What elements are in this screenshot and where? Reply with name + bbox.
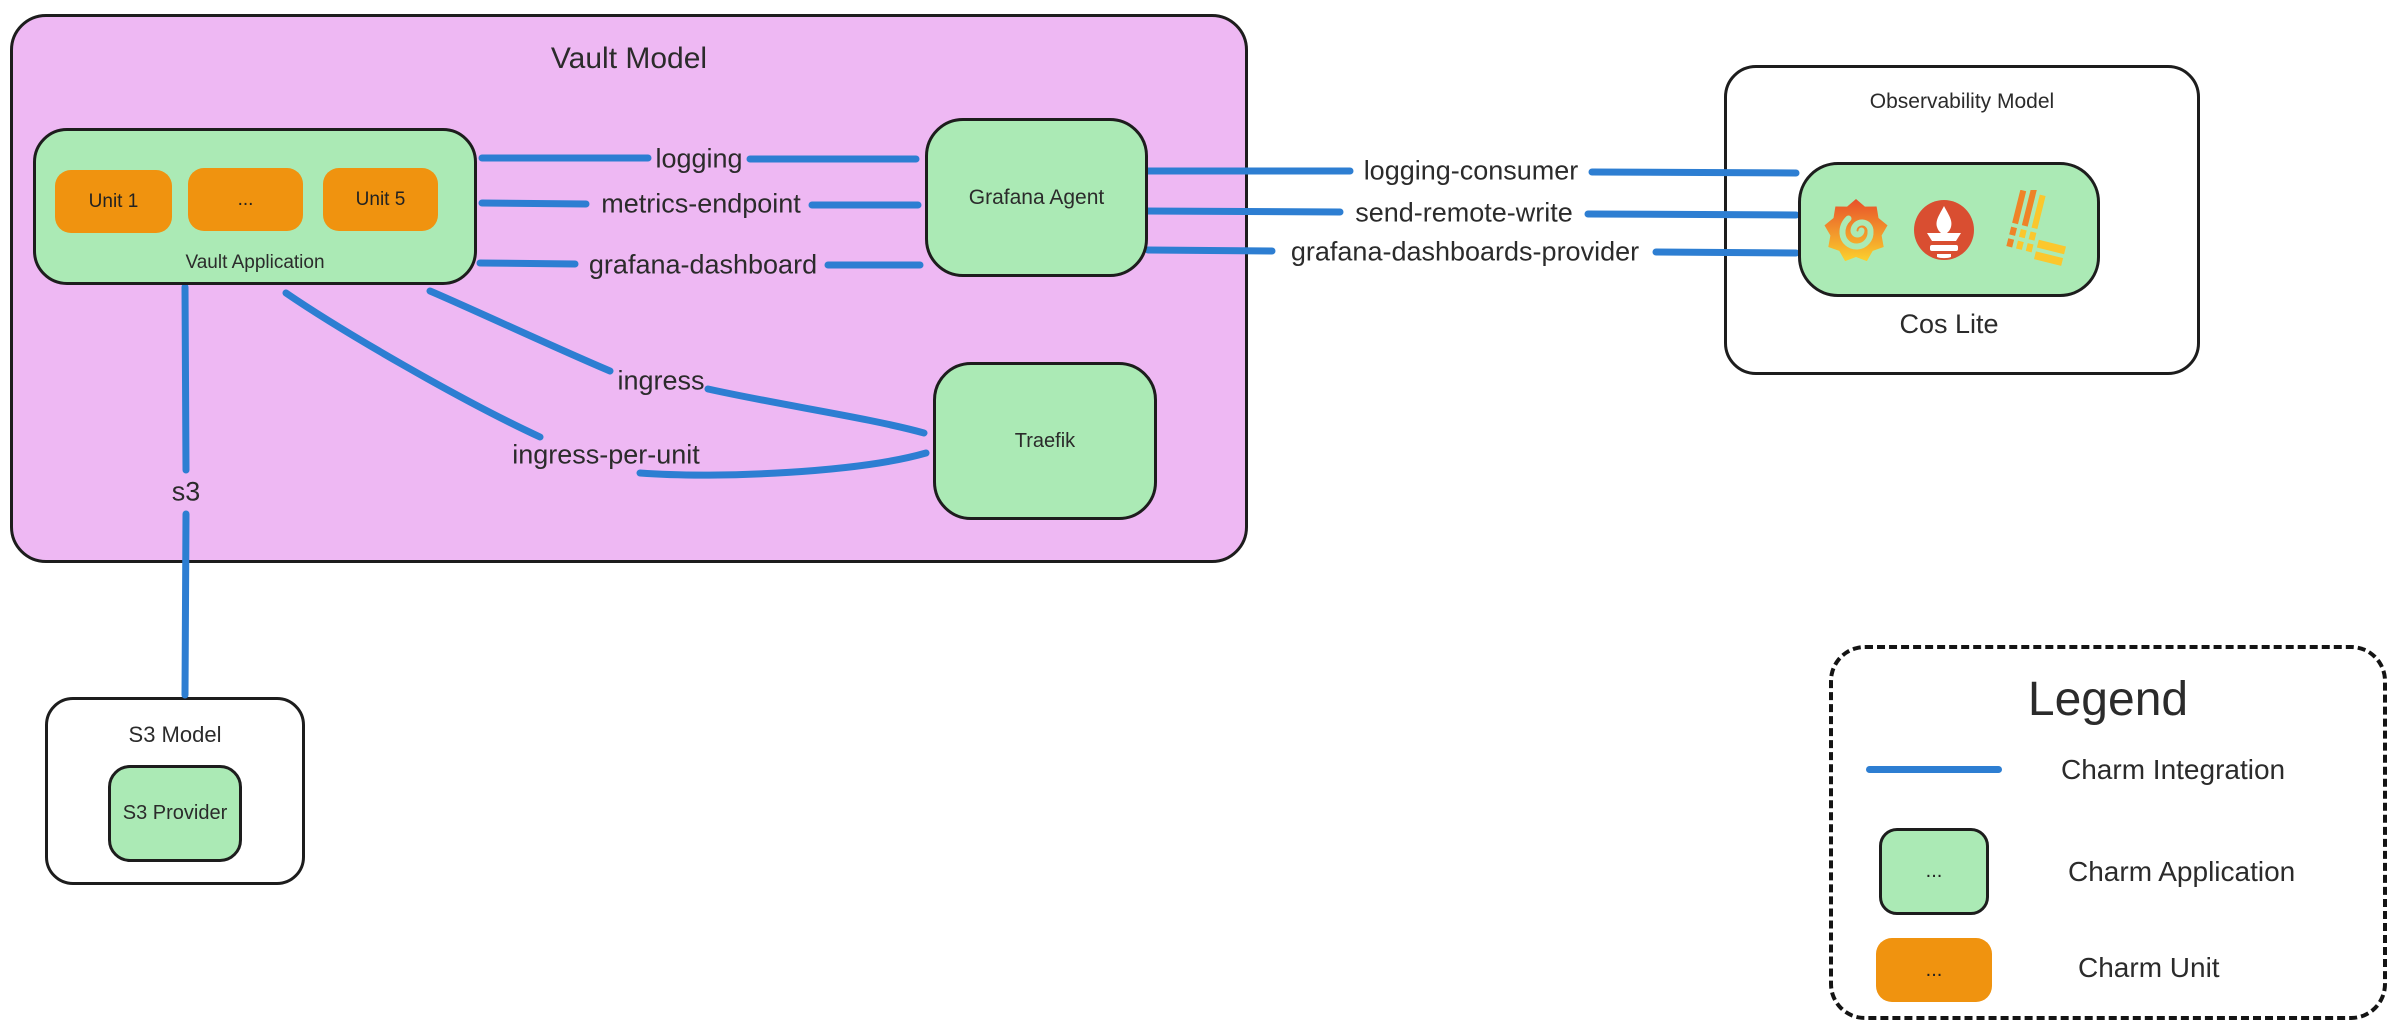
relation-line-send-remote-write [1584,210,1800,219]
relation-line-grafana-dashboards-provider [1652,248,1800,257]
relation-line-ingress [426,287,614,375]
grafana-icon [1823,197,1889,263]
relation-label-grafana-dashboard: grafana-dashboard [588,249,818,280]
relation-line-ingress-per-unit [636,449,930,479]
s3-provider-box: S3 Provider [108,765,242,862]
s3-provider-label: S3 Provider [122,802,228,824]
charm-unit-box: Unit 1 [55,170,172,233]
relation-line-s3 [181,283,190,474]
vault-model-title: Vault Model [550,42,708,75]
unit-5-label: Unit 5 [355,188,406,210]
s3-model-title: S3 Model [128,722,222,747]
relation-line-send-remote-write [1136,207,1344,216]
traefik-box: Traefik [933,362,1157,520]
legend-item-charm-unit: Charm Unit [2078,952,2220,983]
relation-line-metrics-endpoint [478,199,590,208]
relation-line-grafana-dashboard [476,259,579,268]
cos-lite-box [1798,162,2100,297]
relation-label-s3: s3 [171,476,201,507]
cos-lite-label: Cos Lite [1899,309,1999,339]
unit-1-label: Unit 1 [88,190,139,212]
loki-icon [1999,189,2075,270]
relation-label-logging-consumer: logging-consumer [1363,155,1579,186]
observability-model-title: Observability Model [1869,90,2055,113]
relation-line-s3 [181,510,190,699]
legend-swatch-ellipsis: ... [1925,860,1943,882]
unit-ellipsis-label: ... [237,188,254,210]
charm-unit-box: Unit 5 [323,168,438,231]
relation-line-ingress-per-unit [282,289,544,441]
legend-title: Legend [2027,673,2189,726]
relation-label-logging: logging [655,143,743,174]
relation-line-ingress [704,385,928,437]
relation-line-grafana-dashboards-provider [1144,246,1276,255]
relation-label-metrics-endpoint: metrics-endpoint [601,188,801,219]
cos-lite-icons [1823,189,2075,270]
traefik-label: Traefik [1014,429,1076,452]
grafana-agent-label: Grafana Agent [968,185,1105,209]
legend-item-charm-integration: Charm Integration [2061,754,2286,785]
legend-swatch-charm-application: ... [1879,828,1989,915]
relation-label-ingress-per-unit: ingress-per-unit [512,439,700,470]
prometheus-icon [1911,197,1977,263]
legend-swatch-charm-unit: ... [1876,938,1992,1002]
relation-label-send-remote-write: send-remote-write [1355,197,1573,228]
legend-item-charm-application: Charm Application [2068,856,2296,887]
legend-swatch-ellipsis: ... [1925,958,1943,981]
relation-label-ingress: ingress [617,365,705,396]
charm-unit-box: ... [188,168,303,231]
legend-swatch-charm-integration [1866,766,2002,773]
vault-application-label: Vault Application [185,252,325,273]
relation-line-logging-consumer [1588,168,1800,177]
grafana-agent-box: Grafana Agent [925,118,1148,277]
relation-label-grafana-dashboards-provider: grafana-dashboards-provider [1290,236,1640,267]
